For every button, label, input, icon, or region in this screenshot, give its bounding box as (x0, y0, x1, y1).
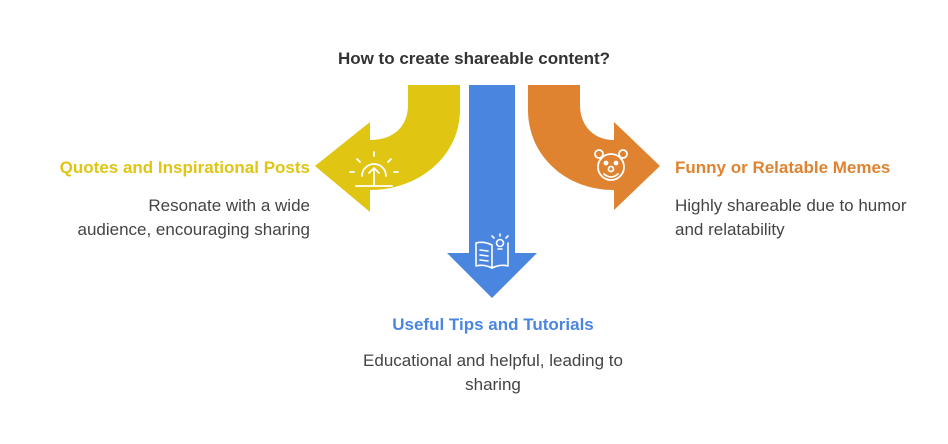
left-arrow (315, 85, 460, 212)
book-lightbulb-icon (475, 233, 509, 269)
left-description: Resonate with a wide audience, encouragi… (77, 196, 310, 239)
center-arrow (447, 85, 537, 298)
right-heading: Funny or Relatable Memes (675, 158, 891, 177)
right-description: Highly shareable due to humor and relata… (675, 196, 907, 239)
diagram-title: How to create shareable content? (337, 49, 611, 68)
left-heading: Quotes and Inspirational Posts (59, 158, 310, 177)
sunrise-icon (349, 151, 399, 187)
bottom-description: Educational and helpful, leading to shar… (363, 351, 623, 394)
bottom-heading: Useful Tips and Tutorials (392, 315, 594, 334)
right-arrow (528, 85, 660, 210)
clown-face-icon (594, 149, 628, 181)
